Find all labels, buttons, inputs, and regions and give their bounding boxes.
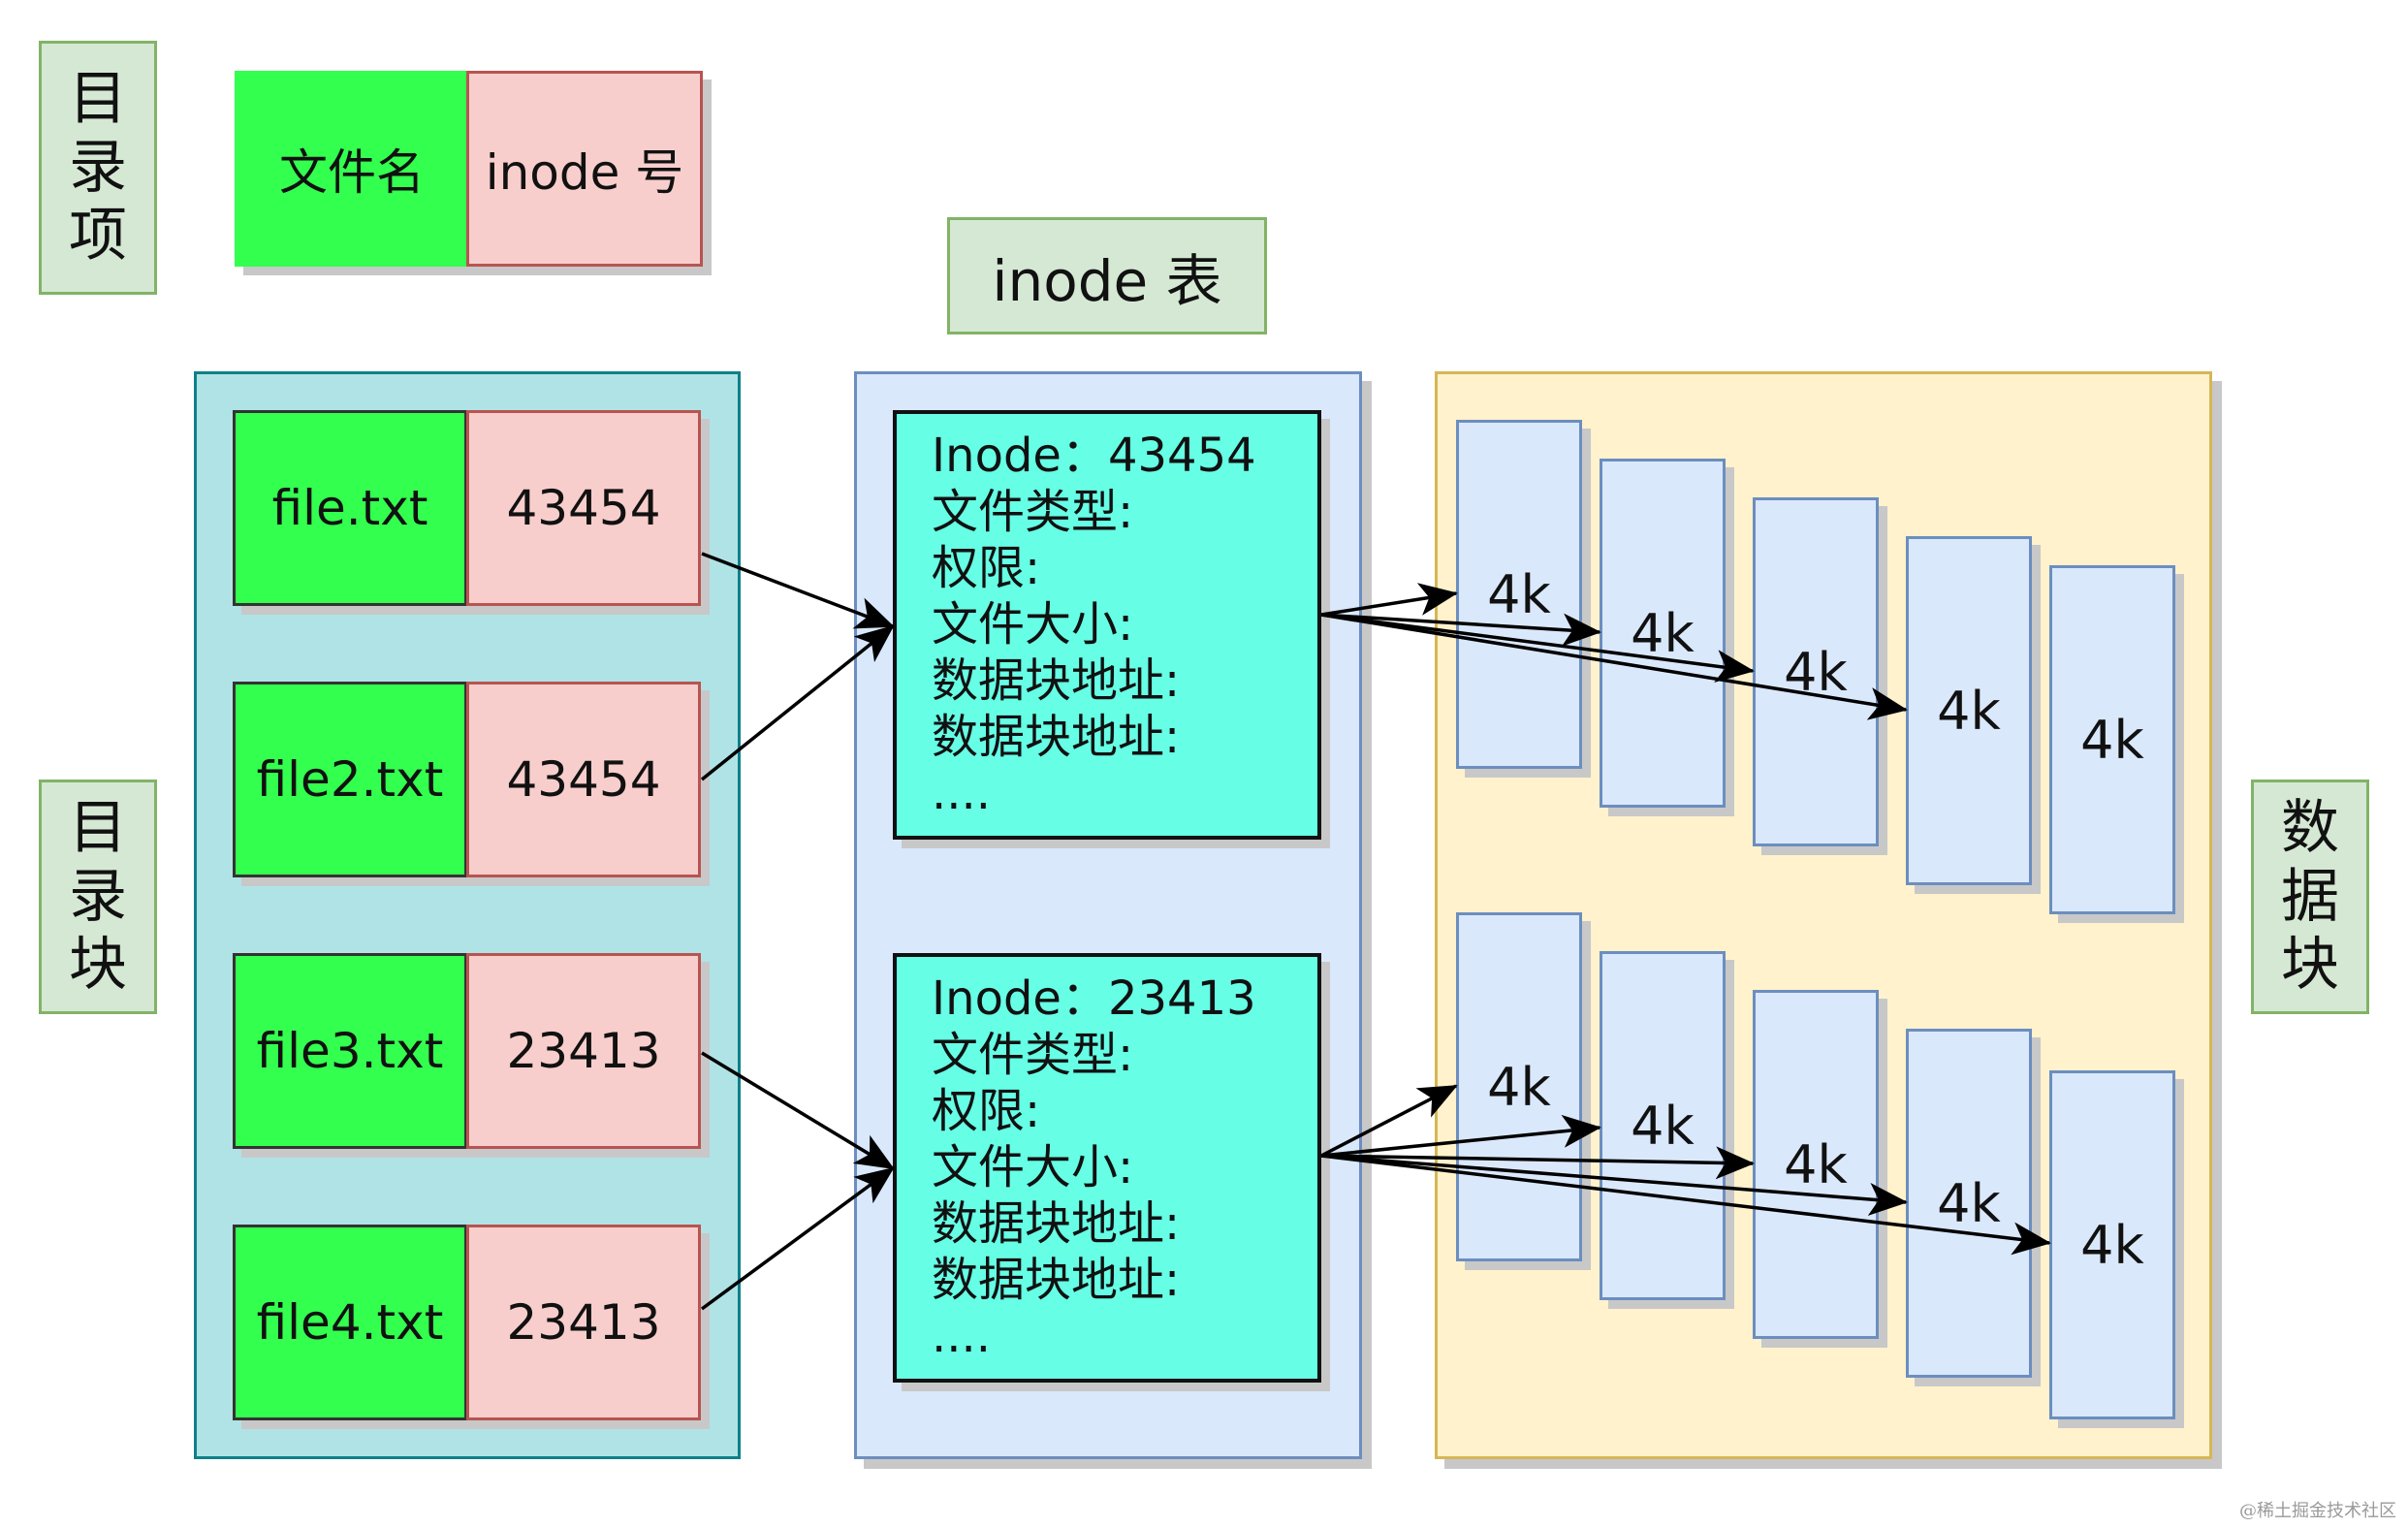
data-block: 4k xyxy=(1906,1029,2032,1378)
watermark: @稀土掘金技术社区 xyxy=(2239,1501,2396,1521)
inode-line: 数据块地址: xyxy=(932,653,1181,708)
dir-entry-inode: 43454 xyxy=(466,682,701,877)
inode-record: Inode：43454 文件类型: 权限: 文件大小: 数据块地址: 数据块地址… xyxy=(893,410,1321,840)
inode-line: .... xyxy=(932,766,992,820)
dir-block-char: 块 xyxy=(69,931,127,1000)
data-block-char: 据 xyxy=(2281,862,2339,931)
dir-entry-filename: file3.txt xyxy=(233,953,467,1149)
dir-entry-inode: 43454 xyxy=(466,410,701,606)
legend-filename: 文件名 xyxy=(235,71,469,267)
dir-entry-filename: file.txt xyxy=(233,410,467,606)
dir-block-char: 目 xyxy=(69,793,127,862)
data-block: 4k xyxy=(1600,459,1726,808)
legend-inode-number: inode 号 xyxy=(466,71,703,267)
inode-line: Inode：43454 xyxy=(932,429,1256,483)
data-block: 4k xyxy=(1456,420,1582,769)
inode-line: 数据块地址: xyxy=(932,1196,1181,1251)
inode-line: 文件类型: xyxy=(932,1028,1134,1082)
dir-block-label: 目 录 块 xyxy=(39,780,157,1014)
dir-entry-char: 项 xyxy=(69,202,127,271)
data-block: 4k xyxy=(1753,497,1879,846)
data-block-label: 数 据 块 xyxy=(2251,780,2369,1014)
data-block: 4k xyxy=(1600,951,1726,1300)
inode-table-title: inode 表 xyxy=(947,217,1267,334)
dir-entry-filename: file2.txt xyxy=(233,682,467,877)
data-block: 4k xyxy=(1456,912,1582,1261)
inode-line: .... xyxy=(932,1309,992,1363)
inode-line: 文件类型: xyxy=(932,485,1134,539)
dir-block-char: 录 xyxy=(69,862,127,931)
dir-entry-inode: 23413 xyxy=(466,953,701,1149)
dir-entry-inode: 23413 xyxy=(466,1225,701,1420)
inode-line: 文件大小: xyxy=(932,1140,1134,1194)
data-block-char: 数 xyxy=(2281,793,2339,862)
data-block: 4k xyxy=(1906,536,2032,885)
inode-line: 权限: xyxy=(932,541,1041,595)
data-block: 4k xyxy=(1753,990,1879,1339)
inode-line: 权限: xyxy=(932,1084,1041,1138)
inode-line: 数据块地址: xyxy=(932,1253,1181,1307)
inode-line: 文件大小: xyxy=(932,597,1134,652)
dir-entry-char: 录 xyxy=(69,133,127,202)
dir-entry-char: 目 xyxy=(69,64,127,133)
inode-line: 数据块地址: xyxy=(932,710,1181,764)
data-block: 4k xyxy=(2049,565,2175,914)
inode-record: Inode：23413 文件类型: 权限: 文件大小: 数据块地址: 数据块地址… xyxy=(893,953,1321,1383)
dir-entry-filename: file4.txt xyxy=(233,1225,467,1420)
data-block-char: 块 xyxy=(2281,931,2339,1000)
dir-entry-label: 目 录 项 xyxy=(39,41,157,295)
data-block: 4k xyxy=(2049,1070,2175,1419)
inode-line: Inode：23413 xyxy=(932,971,1256,1026)
